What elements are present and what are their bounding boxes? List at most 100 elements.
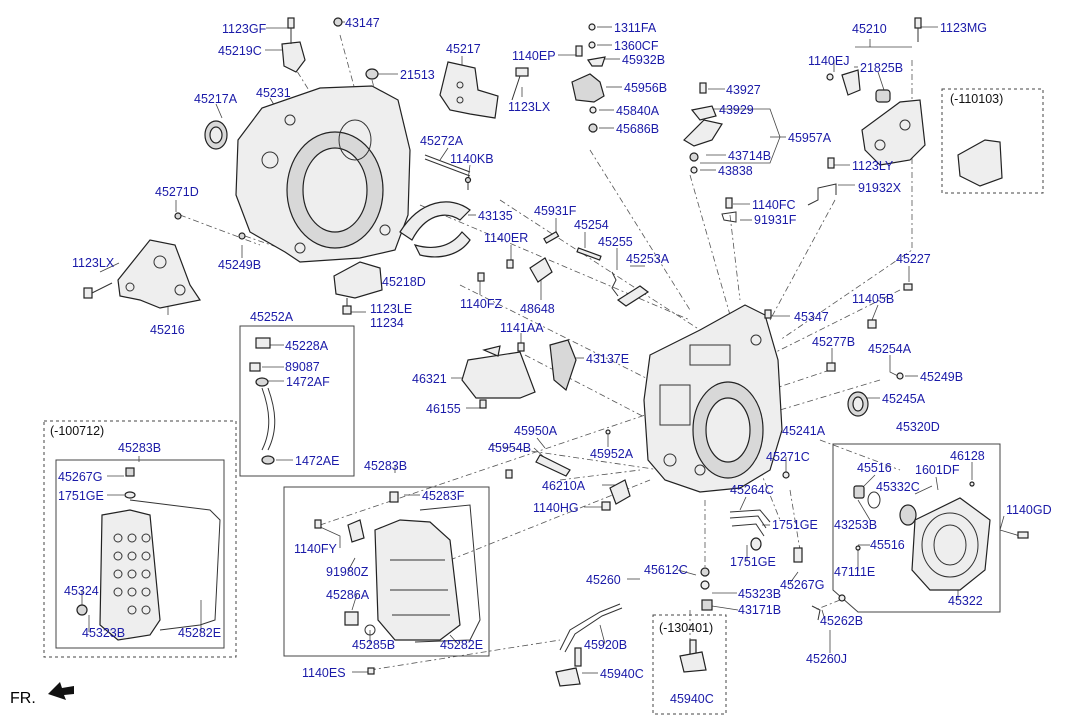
part-label[interactable]: 43838 [718,164,753,178]
part-label[interactable]: 1140FC [752,198,796,212]
part-label[interactable]: 45267G [58,470,103,484]
part-label[interactable]: 43714B [728,149,772,163]
part-label[interactable]: 21513 [400,68,435,82]
part-label[interactable]: 45217A [194,92,238,106]
part-label[interactable]: 47111E [834,565,876,579]
part-label[interactable]: 45931F [534,204,577,218]
part-label[interactable]: 1123GF [222,22,267,36]
part-label[interactable]: 45956B [624,81,668,95]
part-label[interactable]: 45324 [64,584,99,598]
part-label[interactable]: 45282E [440,638,484,652]
part-label[interactable]: 45954B [488,441,532,455]
part-label[interactable]: 45277B [812,335,856,349]
part-label[interactable]: 43253B [834,518,878,532]
part-label[interactable]: 1123LE [370,302,413,316]
part-label[interactable]: 45516 [870,538,905,552]
part-label[interactable]: 45283B [364,459,408,473]
part-label[interactable]: 1123MG [940,21,988,35]
part-label[interactable]: 1472AF [286,375,330,389]
part-label[interactable]: 11234 [370,316,404,330]
part-label[interactable]: 45286A [326,588,370,602]
part-label[interactable]: 1123LY [852,159,894,173]
part-label[interactable]: 1140FZ [460,297,503,311]
part-label[interactable]: 45252A [250,310,294,324]
part-label[interactable]: 45950A [514,424,558,438]
part-label[interactable]: 43927 [726,83,761,97]
part-label[interactable]: 1472AE [295,454,340,468]
part-label[interactable]: 45249B [920,370,964,384]
part-label[interactable]: 45264C [730,483,774,497]
part-label[interactable]: 43135 [478,209,513,223]
part-label[interactable]: 45254 [574,218,609,232]
part-label[interactable]: 45255 [598,235,633,249]
part-label[interactable]: 1140ES [302,666,346,680]
part-label[interactable]: 45686B [616,122,660,136]
part-label[interactable]: 45323B [82,626,126,640]
part-label[interactable]: 45267G [780,578,825,592]
part-label[interactable]: 45272A [420,134,464,148]
part-label[interactable]: 46210A [542,479,586,493]
part-label[interactable]: 45216 [150,323,185,337]
part-label[interactable]: 1140GD [1006,503,1052,517]
part-label[interactable]: 45322 [948,594,983,608]
part-label[interactable]: 45332C [876,480,920,494]
part-label[interactable]: 45262B [820,614,864,628]
part-label[interactable]: 45271C [766,450,810,464]
part-label[interactable]: 45228A [285,339,329,353]
part-label[interactable]: 45920B [584,638,628,652]
part-label[interactable]: 1751GE [772,518,818,532]
part-label[interactable]: 45249B [218,258,262,272]
part-label[interactable]: 45957A [788,131,832,145]
part-label[interactable]: 45283B [118,441,162,455]
part-label[interactable]: 43929 [719,103,754,117]
part-label[interactable]: 43147 [345,16,380,30]
part-label[interactable]: 45952A [590,447,634,461]
part-label[interactable]: 45940C [600,667,644,681]
part-label[interactable]: 45219C [218,44,262,58]
part-label[interactable]: 21825B [860,61,904,75]
part-label[interactable]: 45840A [616,104,660,118]
part-label[interactable]: 45241A [782,424,826,438]
part-label[interactable]: 45282E [178,626,222,640]
part-label[interactable]: 45227 [896,252,931,266]
part-label[interactable]: 1123LX [508,100,551,114]
part-label[interactable]: 45218D [382,275,426,289]
part-label[interactable]: 45612C [644,563,688,577]
part-label[interactable]: 1140ER [484,231,529,245]
part-label[interactable]: 46321 [412,372,447,386]
part-label[interactable]: 45260 [586,573,621,587]
part-label[interactable]: 43171B [738,603,782,617]
part-label[interactable]: 1751GE [58,489,104,503]
part-label[interactable]: 45245A [882,392,926,406]
part-label[interactable]: 46155 [426,402,461,416]
part-label[interactable]: 45231 [256,86,291,100]
part-label[interactable]: 1140KB [450,152,494,166]
part-label[interactable]: 45320D [896,420,940,434]
part-label[interactable]: 11405B [852,292,895,306]
part-label[interactable]: 45260J [806,652,848,666]
part-label[interactable]: 1140HG [533,501,579,515]
part-label[interactable]: 91931F [754,213,797,227]
part-label[interactable]: 45283F [422,489,465,503]
part-label[interactable]: 1140FY [294,542,337,556]
part-label[interactable]: 45516 [857,461,892,475]
part-label[interactable]: 45253A [626,252,670,266]
part-label[interactable]: 1123LX [72,256,115,270]
part-label[interactable]: 89087 [285,360,320,374]
part-label[interactable]: 1140EJ [808,54,850,68]
part-label[interactable]: 48648 [520,302,555,316]
part-label[interactable]: 1141AA [500,321,544,335]
part-label[interactable]: 45210 [852,22,887,36]
part-label[interactable]: 91932X [858,181,902,195]
part-label[interactable]: 91980Z [326,565,369,579]
part-label[interactable]: 45932B [622,53,666,67]
part-label[interactable]: 1311FA [614,21,657,35]
part-label[interactable]: 1140EP [512,49,556,63]
part-label[interactable]: 45285B [352,638,396,652]
part-label[interactable]: 45347 [794,310,829,324]
part-label[interactable]: 46128 [950,449,985,463]
part-label[interactable]: 1601DF [915,463,960,477]
part-label[interactable]: 1751GE [730,555,776,569]
part-label[interactable]: 45254A [868,342,912,356]
part-label[interactable]: 45271D [155,185,199,199]
